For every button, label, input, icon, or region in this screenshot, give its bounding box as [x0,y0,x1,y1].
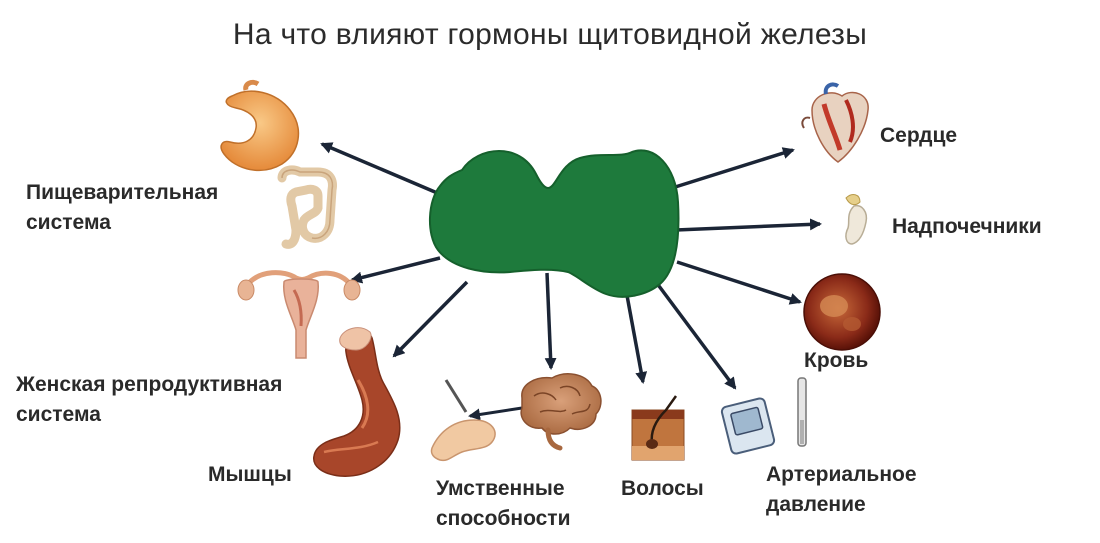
arrows [320,142,822,421]
label-reproductive: Женская репродуктивная система [16,373,283,426]
nerve-reflex-icon [430,379,496,462]
arrow-to-blood [676,260,802,305]
blood-drop-icon [803,273,881,351]
label-muscles: Мышцы [208,463,292,486]
label-adrenals: Надпочечники [892,215,1042,238]
arrow-to-reproductive [350,256,441,284]
brain-icon [520,373,602,451]
label-mental: Умственные способности [436,477,571,530]
label-heart: Сердце [880,124,958,147]
arrow-brain-to-nerve [468,406,523,421]
thyroid-gland-icon [428,149,680,298]
arrow-to-heart [671,147,795,190]
arm-muscle-icon [313,327,401,477]
diagram-title: На что влияют гормоны щитовидной железы [232,18,868,51]
label-digestive: Пищеварительная система [26,181,219,234]
label-blood: Кровь [804,349,869,372]
hair-follicle-icon [631,395,685,461]
label-pressure: Артериальное давление [766,463,917,516]
uterus-icon [237,270,361,359]
tonometer-icon [720,377,807,455]
arrow-to-mental [544,272,557,370]
label-hair: Волосы [621,477,704,500]
arrow-to-pressure [654,280,737,390]
arrow-to-adrenals [675,218,822,232]
adrenal-gland-icon [845,194,868,245]
arrow-to-muscles [392,280,469,358]
arrow-to-digestive [320,142,443,197]
heart-icon [801,82,869,163]
stomach-intestine-icon [220,79,337,249]
arrow-to-hair [624,289,648,384]
